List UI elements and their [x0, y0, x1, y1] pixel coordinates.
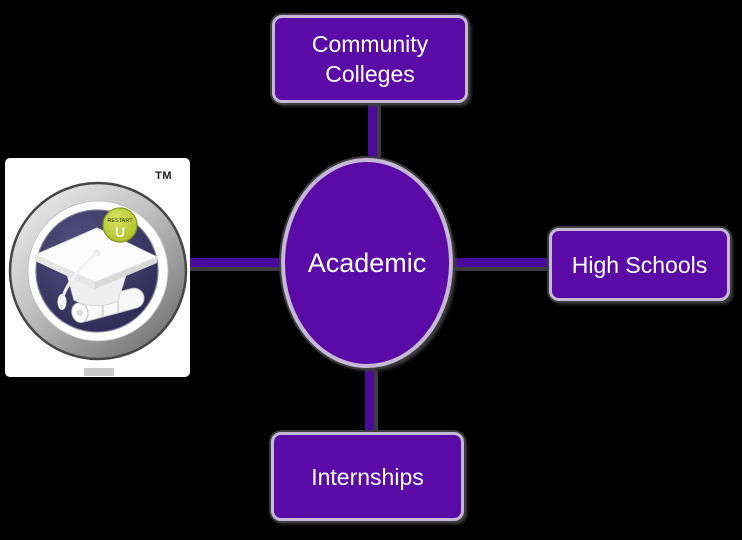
connector-right	[450, 258, 550, 267]
connector-bottom	[365, 366, 374, 434]
badge-base-shadow	[84, 368, 114, 376]
connector-left	[186, 258, 284, 267]
label-line-2: Colleges	[325, 61, 415, 87]
label-line-1: Community	[311, 31, 429, 57]
node-internships: Internships	[271, 432, 464, 521]
seal-arc-text: RESTART	[107, 218, 133, 224]
node-community-colleges-label: Community Colleges	[312, 29, 428, 89]
mortarboard-icon	[33, 227, 159, 324]
trademark-label: TM	[155, 170, 172, 182]
restart-u-logo: RESTART U TM	[5, 158, 190, 377]
node-community-colleges: Community Colleges	[272, 15, 468, 103]
node-academic: Academic	[281, 158, 453, 368]
connector-top	[368, 100, 377, 160]
node-internships-label: Internships	[311, 463, 424, 490]
graduation-cap-icon: RESTART U	[8, 181, 188, 376]
node-academic-label: Academic	[307, 247, 427, 278]
restart-u-seal-icon: RESTART U	[102, 207, 138, 243]
node-high-schools: High Schools	[549, 228, 730, 301]
seal-letter: U	[115, 224, 125, 240]
node-high-schools-label: High Schools	[571, 251, 708, 278]
